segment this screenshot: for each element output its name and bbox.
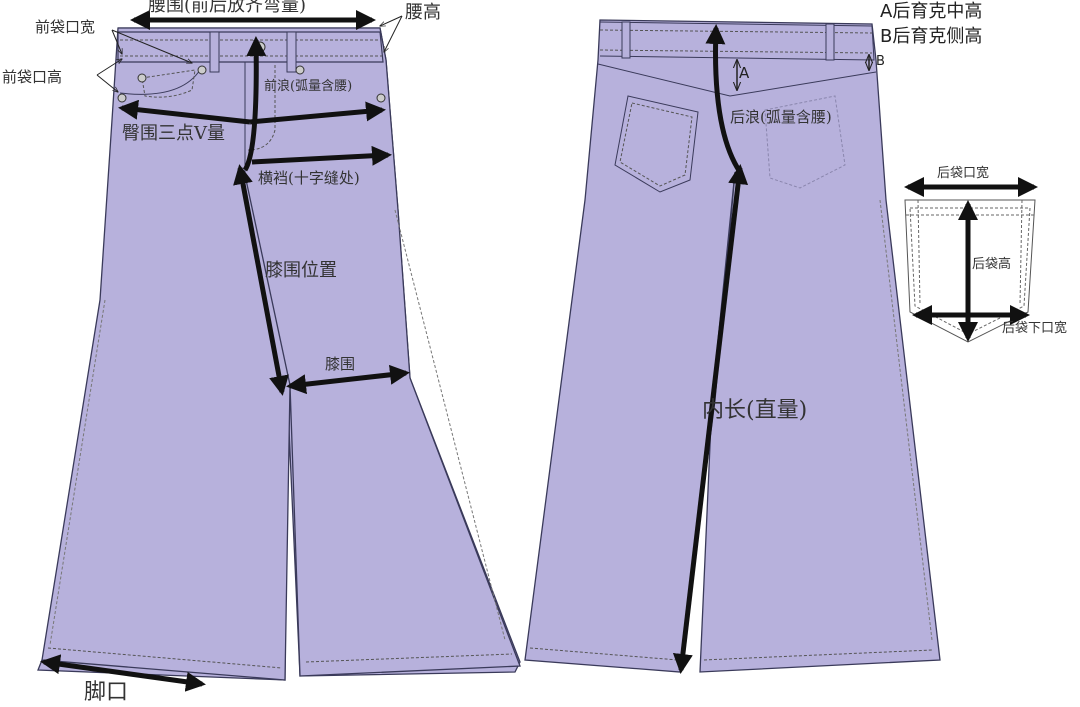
belt-loop: [621, 21, 631, 59]
thigh-label: 横裆(十字缝处): [258, 169, 360, 187]
back-rise-arrow: [705, 24, 743, 174]
front-pocket-width-label: 前袋口宽: [35, 18, 96, 36]
hip-label: 臀围三点V量: [122, 123, 225, 144]
back-rise-label: 后浪(弧量含腰): [730, 108, 832, 126]
back-waistband: [599, 21, 875, 61]
front-pocket-height-label: 前袋口高: [2, 68, 63, 86]
back-yoke: [597, 63, 877, 97]
waist-label: 腰围(前后放齐弯量): [148, 0, 307, 16]
inseam-label: 内长(直量): [702, 398, 808, 423]
hip-arrow-right: [249, 101, 386, 125]
knee-arrow: [286, 364, 410, 395]
belt-loop: [286, 31, 297, 73]
pocket-height-label: 后袋高: [972, 257, 1012, 272]
waist-height-label: 腰高: [405, 2, 441, 23]
knee-position-label: 膝围位置: [265, 260, 337, 281]
pocket-bottom-width-label: 后袋下口宽: [1002, 321, 1068, 336]
marker-b: B: [876, 54, 885, 69]
pointer-lines: [96, 15, 869, 92]
belt-loop: [825, 23, 835, 61]
front-jeans: [37, 27, 521, 681]
leg-opening-arrow: [40, 654, 206, 692]
knee-label: 膝围: [325, 355, 356, 373]
knee-position-arrow: [233, 164, 289, 396]
legend-b: B后育克侧高: [880, 26, 983, 47]
hip-arrow-left: [118, 99, 251, 125]
marker-a: A: [739, 64, 750, 82]
back-pocket-right: [764, 95, 846, 189]
front-waistband: [117, 31, 384, 63]
inseam-arrow: [672, 164, 749, 674]
pocket-width-label: 后袋口宽: [937, 166, 990, 181]
legend-a: A后育克中高: [880, 1, 983, 22]
thigh-arrow: [251, 145, 392, 166]
front-pocket: [119, 69, 201, 95]
front-rise-label: 前浪(弧量含腰): [264, 79, 353, 94]
measurement-arrows: [40, 10, 1038, 692]
leg-opening-label: 脚口: [84, 680, 129, 705]
belt-loop: [209, 31, 220, 73]
